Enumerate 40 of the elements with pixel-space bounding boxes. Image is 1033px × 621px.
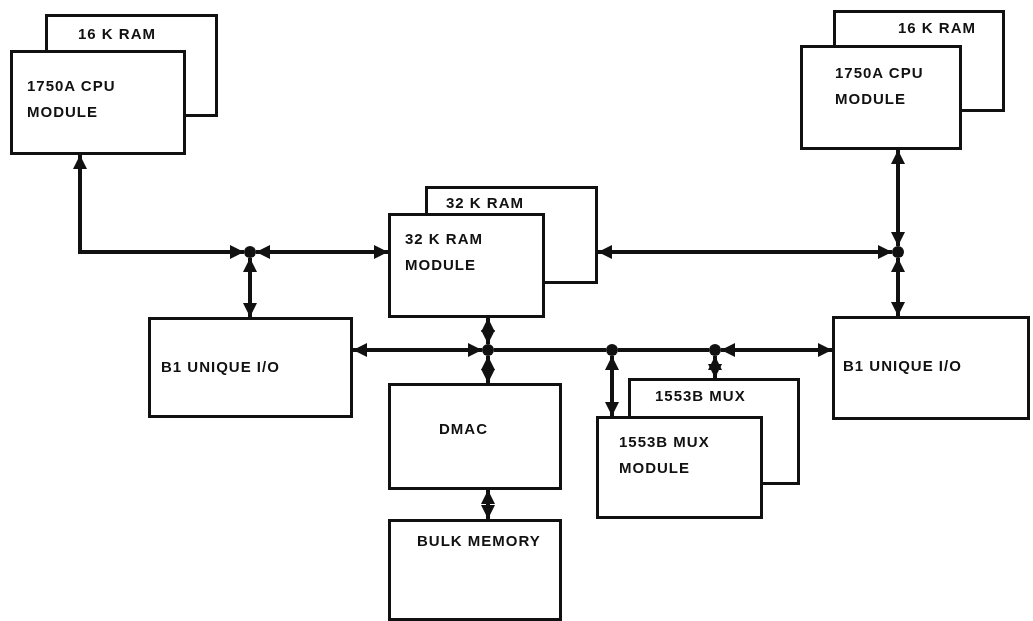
- module-box: [388, 519, 562, 621]
- module-box: [388, 213, 545, 318]
- box-label: B1 UNIQUE I/O: [161, 357, 281, 377]
- double-arrow: [242, 258, 258, 317]
- box-label: BULK MEMORY: [417, 531, 542, 551]
- double-arrow: [890, 258, 906, 316]
- bus-line: [494, 348, 606, 352]
- box-label: 32 K RAM: [446, 193, 525, 213]
- double-arrow: [480, 490, 496, 519]
- double-arrow: [480, 356, 496, 383]
- double-arrow: [256, 244, 388, 260]
- box-label: B1 UNIQUE I/O: [843, 356, 963, 376]
- box-label: 16 K RAM: [78, 24, 157, 44]
- double-arrow: [604, 356, 620, 416]
- junction-dot: [892, 246, 904, 258]
- double-arrow: [707, 356, 723, 378]
- module-box: [10, 50, 186, 155]
- box-label: 1553B MUX: [655, 386, 747, 406]
- box-label: 16 K RAM: [898, 18, 977, 38]
- box-label: 32 K RAM MODULE: [405, 229, 484, 275]
- double-arrow: [353, 342, 482, 358]
- module-box: [388, 383, 562, 490]
- bus-line: [618, 348, 709, 352]
- double-arrow: [480, 318, 496, 344]
- module-box: [832, 316, 1030, 420]
- double-arrow: [890, 150, 906, 246]
- box-label: DMAC: [439, 419, 489, 439]
- box-label: 1750A CPU MODULE: [835, 63, 925, 109]
- box-label: 1750A CPU MODULE: [27, 76, 117, 122]
- module-box: [800, 45, 962, 150]
- double-arrow: [721, 342, 832, 358]
- double-arrow: [598, 244, 892, 260]
- junction-dot: [482, 344, 494, 356]
- junction-dot: [709, 344, 721, 356]
- junction-dot: [606, 344, 618, 356]
- box-label: 1553B MUX MODULE: [619, 432, 711, 478]
- double-arrow: [72, 155, 244, 260]
- module-box: [148, 317, 353, 418]
- module-box: [596, 416, 763, 519]
- junction-dot: [244, 246, 256, 258]
